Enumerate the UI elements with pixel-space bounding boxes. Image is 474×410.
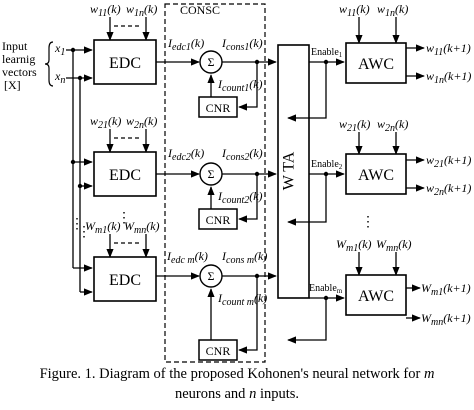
rowm-out-a: Wm1(k+1) (421, 281, 471, 298)
cnr-block-2 (198, 208, 238, 230)
svg-text:⋮: ⋮ (361, 215, 375, 230)
rowm-i-edc: Iedc m(k) (166, 249, 208, 266)
row2-weight-in-a: w21(k) (90, 114, 121, 131)
rowm-i-cons: Icons m(k) (221, 249, 267, 266)
input-label-line1: Input (2, 39, 28, 53)
edc-block-2 (93, 151, 157, 197)
edc-label-m: EDC (109, 272, 141, 289)
cnr-label-1: CNR (206, 101, 231, 115)
row2-i-cons: Icons2(k) (221, 146, 263, 163)
rowm-enable: Enablem (309, 283, 343, 295)
awc-label-2: AWC (358, 167, 394, 184)
caption-line-1: Figure. 1. Diagram of the proposed Kohon… (39, 366, 435, 382)
rowm-awc-weight-b: Wmn(k) (376, 237, 412, 254)
row2-enable: Enable2 (311, 159, 343, 171)
row1-enable: Enable1 (311, 47, 343, 59)
cnr-block-m (198, 339, 238, 361)
cnr-label-2: CNR (206, 213, 231, 227)
svg-text:⋮: ⋮ (117, 211, 131, 226)
awc-block-1 (345, 42, 407, 84)
row1-awc-weight-a: w11(k) (339, 2, 370, 19)
rowm-weight-in-a: Wm1(k) (85, 219, 121, 236)
row1-weight-in-b: w1n(k) (126, 2, 157, 19)
rowm-out-b: Wmn(k+1) (421, 311, 471, 328)
wta-block (277, 44, 310, 299)
awc-block-2 (345, 153, 407, 195)
awc-label-1: AWC (358, 56, 394, 73)
sum-symbol-m: Σ (208, 269, 215, 283)
svg-text:⋮: ⋮ (70, 217, 84, 232)
edc-block-1 (93, 39, 157, 85)
row1-i-cons: Icons1(k) (221, 36, 263, 53)
rowm-awc-weight-a: Wm1(k) (336, 237, 372, 254)
cnr-label-m: CNR (206, 344, 231, 358)
row1-i-count: Icount1(k) (217, 77, 263, 94)
sum-symbol-2: Σ (208, 167, 215, 181)
consc-region (164, 3, 266, 363)
sum-symbol-1: Σ (208, 55, 215, 69)
rowm-i-count: Icount m(k) (217, 291, 267, 308)
input-brace (44, 41, 54, 87)
row1-out-a: w11(k+1) (426, 41, 471, 58)
input-x1: x1 (54, 41, 65, 58)
input-label-line4: [X] (4, 78, 21, 92)
row2-out-b: w2n(k+1) (426, 181, 471, 198)
row2-weight-in-b: w2n(k) (126, 114, 157, 131)
row2-i-edc: Iedc2(k) (167, 146, 204, 163)
row2-awc-weight-a: w21(k) (339, 117, 370, 134)
neuron-row-2: w21(k) w2n(k) EDC Iedc2(k) Σ Icons2(k) C… (90, 114, 471, 230)
kohonen-network-diagram: Input learnig vectors [X] x1 xn ⋮⋮ ⋮ ⋮ ⋮… (2, 2, 471, 363)
row1-weight-in-a: w11(k) (90, 2, 121, 19)
bus-junctions (70, 47, 83, 189)
neuron-row-m: Wm1(k) Wmn(k) EDC Iedc m(k) Σ Icons m(k)… (85, 219, 471, 361)
awc-block-m (345, 274, 407, 316)
awc-label-m: AWC (358, 288, 394, 305)
row1-out-b: w1n(k+1) (426, 69, 471, 86)
row1-awc-weight-b: w1n(k) (377, 2, 408, 19)
row2-out-a: w21(k+1) (426, 153, 471, 170)
cnr-block-1 (198, 96, 238, 118)
consc-label: CONSC (180, 3, 220, 17)
rowm-weight-in-b: Wmn(k) (124, 219, 160, 236)
row2-i-count: Icount2(k) (217, 189, 263, 206)
input-label-line3: vectors (2, 65, 37, 79)
input-buses (66, 46, 93, 296)
caption-line-2: neurons and n inputs. (174, 386, 300, 402)
neuron-row-1: w11(k) w1n(k) EDC Iedc1(k) Σ Icons1(k) C… (90, 2, 471, 122)
wta-label: W TA (281, 151, 298, 190)
edc-label-1: EDC (109, 55, 141, 72)
edc-label-2: EDC (109, 167, 141, 184)
row2-awc-weight-b: w2n(k) (377, 117, 408, 134)
svg-text:⋮: ⋮ (77, 225, 91, 240)
row1-i-edc: Iedc1(k) (167, 36, 204, 53)
input-label-line2: learnig (2, 52, 35, 66)
input-xn: xn (54, 69, 65, 86)
figure-caption: Figure. 1. Diagram of the proposed Kohon… (0, 364, 474, 404)
edc-block-m (93, 256, 157, 302)
